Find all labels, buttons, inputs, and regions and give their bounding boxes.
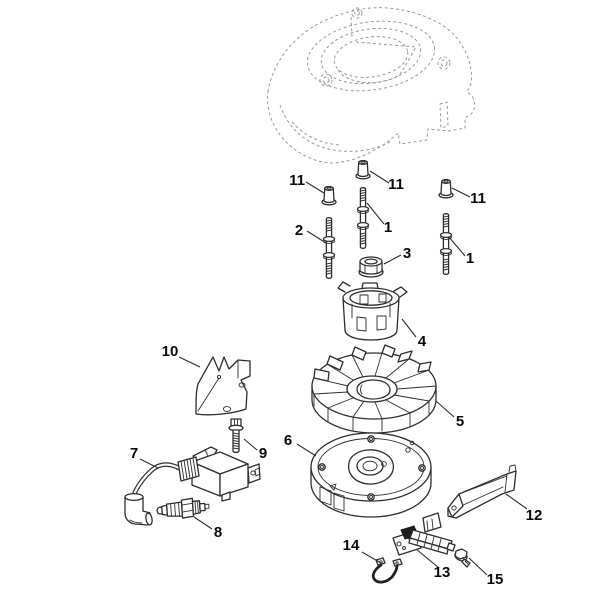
callout-5[interactable]: 5 [456,413,464,430]
starter-cup [337,281,408,341]
callout-11-right[interactable]: 11 [470,190,486,207]
coil-body [191,446,261,502]
ignition-coil [124,446,261,526]
leader-line [296,443,317,457]
leader-line [306,230,327,244]
flywheel [311,344,437,434]
flange-screw [454,548,471,568]
leader-line [305,181,325,194]
leader-line [139,458,159,469]
stud-center [356,187,370,249]
callout-9[interactable]: 9 [259,445,267,462]
spark-plug-wire [131,462,184,500]
cap-nut-center [355,160,371,180]
callout-14[interactable]: 14 [343,537,360,554]
flywheel-cover-disc [310,432,432,518]
callout-2[interactable]: 2 [295,222,303,239]
callout-15[interactable]: 15 [487,571,504,588]
cap-nut-right [438,179,454,199]
flange-nut [358,256,384,278]
callout-11-center[interactable]: 11 [388,176,404,193]
leader-line [451,187,471,198]
callout-1-right[interactable]: 1 [466,250,474,267]
callout-12[interactable]: 12 [526,507,543,524]
leader-line [505,493,528,510]
spark-plug [156,497,210,519]
reference-blower-housing [267,7,476,164]
stud-right [439,213,453,275]
leader-line [448,236,466,257]
leader-line [366,202,385,225]
coil-windings [177,456,200,482]
leader-line [361,551,382,564]
leader-lines [139,170,528,576]
callout-11-left[interactable]: 11 [289,172,305,189]
heat-shield-bracket [195,356,251,416]
hex-bolt [228,418,244,454]
callout-13[interactable]: 13 [434,564,451,581]
ground-wire [371,557,403,584]
callout-10[interactable]: 10 [162,343,179,360]
callout-1-center[interactable]: 1 [384,219,392,236]
leader-line [401,318,417,338]
callout-3[interactable]: 3 [403,245,411,262]
callout-labels: 11 11 11 1 1 2 3 4 5 6 7 8 9 10 12 13 14… [130,172,543,588]
leader-line [178,356,201,368]
cap-nut-left [321,186,337,206]
leader-line [383,254,402,265]
stud-left [322,217,336,279]
spark-plug-boot [124,492,153,526]
leader-line [468,557,488,576]
callout-4[interactable]: 4 [418,333,427,350]
switch-module [392,512,456,556]
callout-6[interactable]: 6 [284,432,292,449]
leader-line [369,170,390,184]
callout-8[interactable]: 8 [214,524,222,541]
leader-line [435,400,455,418]
leader-line [415,548,440,569]
leader-line [243,438,258,451]
leader-line [193,516,213,530]
air-deflector-guard [447,464,517,519]
callout-7[interactable]: 7 [130,445,138,462]
